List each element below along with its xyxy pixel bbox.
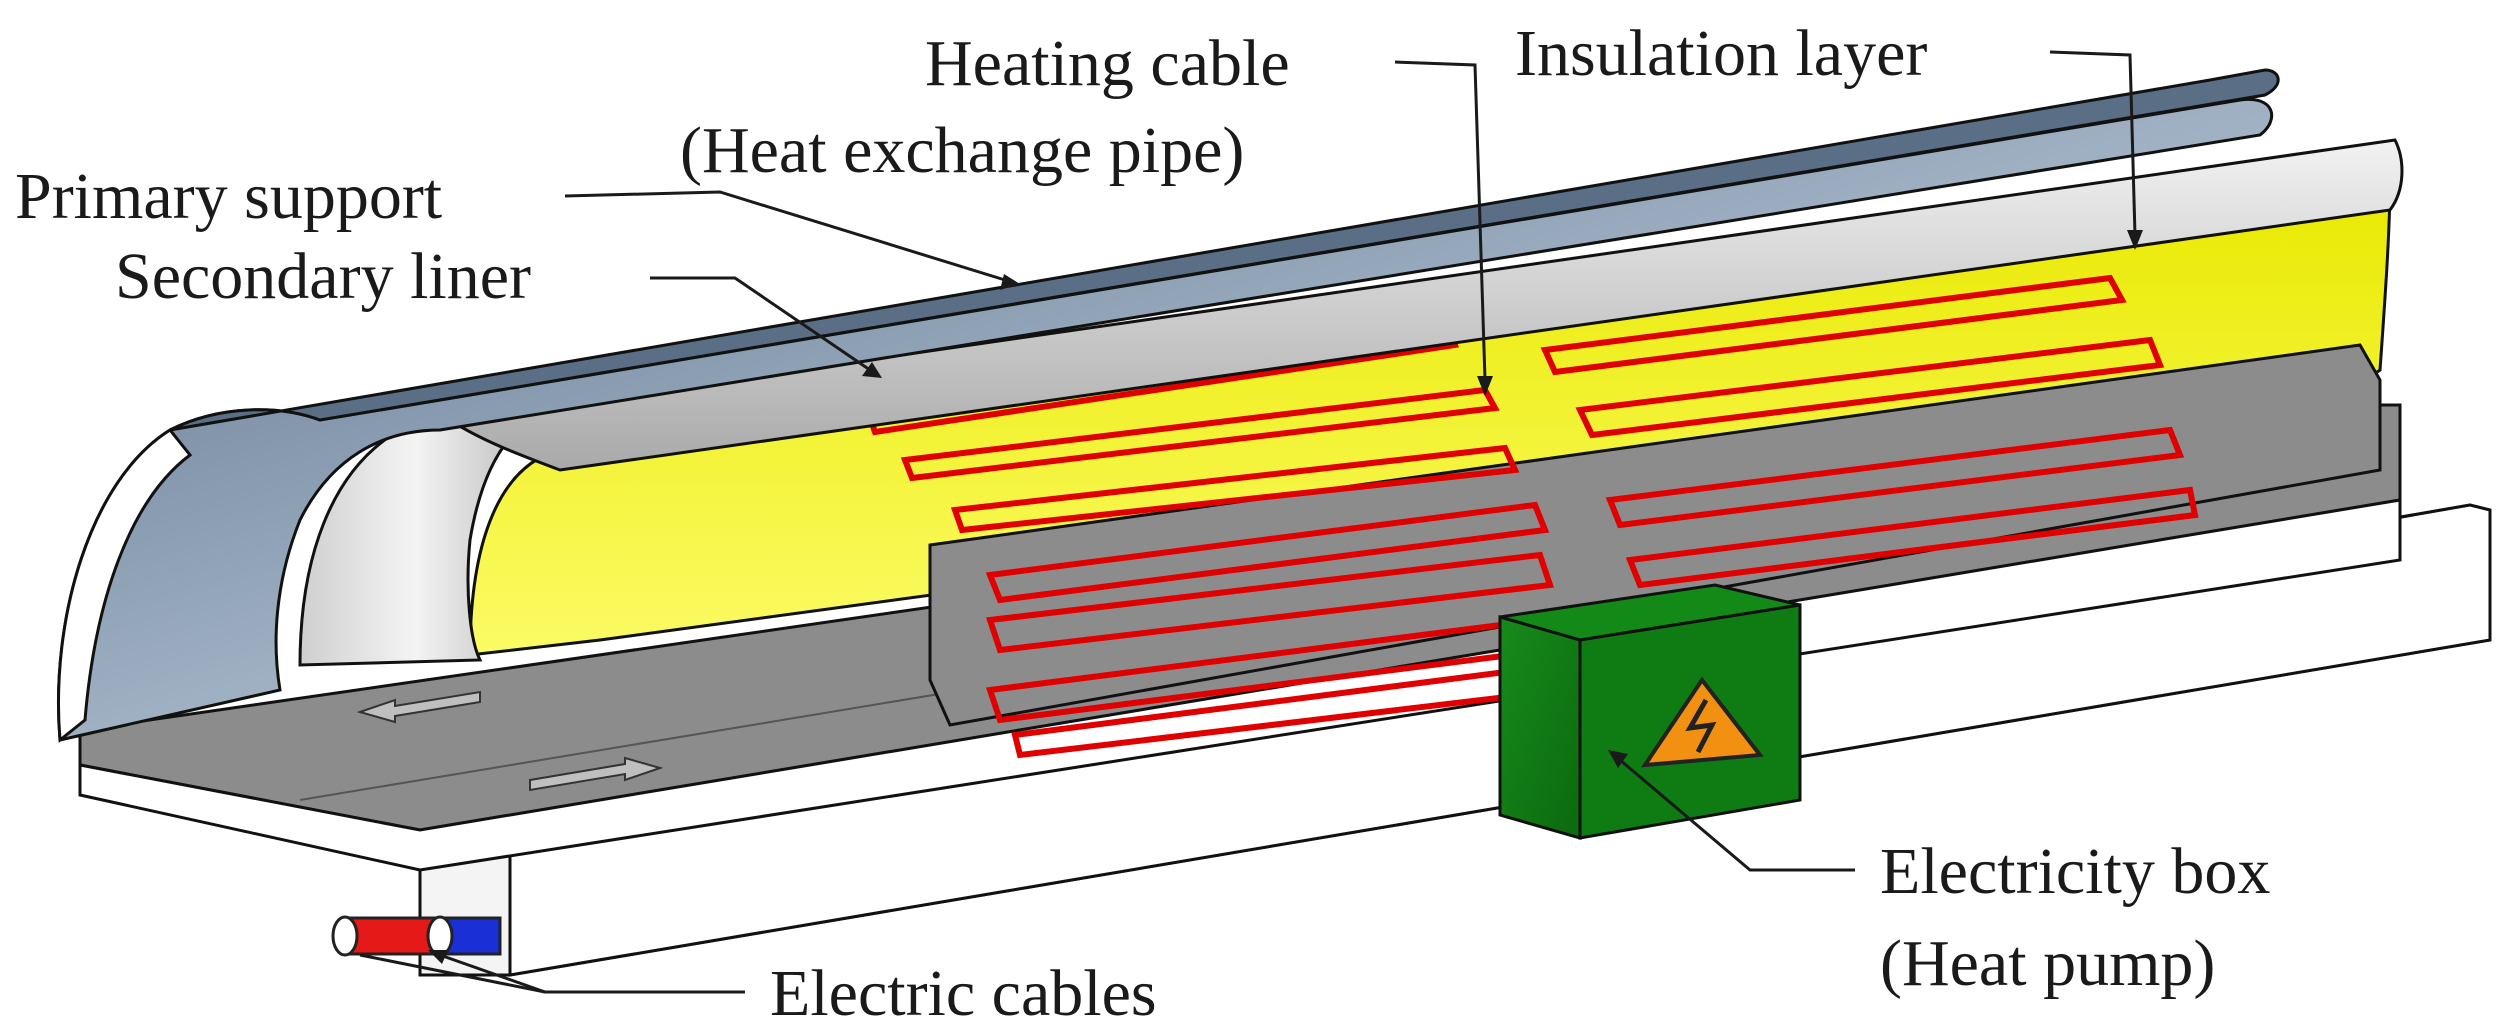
labels: Heating cable (Heat exchange pipe) Insul… [15,17,2270,1025]
label-electric-cables: Electric cables [770,957,1157,1025]
deck-panel [928,343,2382,727]
label-heat-pump: (Heat pump) [1880,927,2215,1000]
label-primary-support: Primary support [15,160,442,233]
primary-support [56,68,2280,743]
leader-lines [359,50,2143,994]
label-secondary-liner: Secondary liner [115,240,531,313]
electric-cables [331,915,502,957]
label-insulation-layer: Insulation layer [1515,17,1927,90]
high-voltage-warning-icon [1641,676,1764,768]
label-heating-cable: Heating cable [925,27,1290,100]
label-electricity-box: Electricity box [1880,835,2270,908]
label-heat-exchange-pipe: (Heat exchange pipe) [680,114,1244,187]
electricity-box [1498,583,1802,840]
secondary-liner [298,138,2404,667]
